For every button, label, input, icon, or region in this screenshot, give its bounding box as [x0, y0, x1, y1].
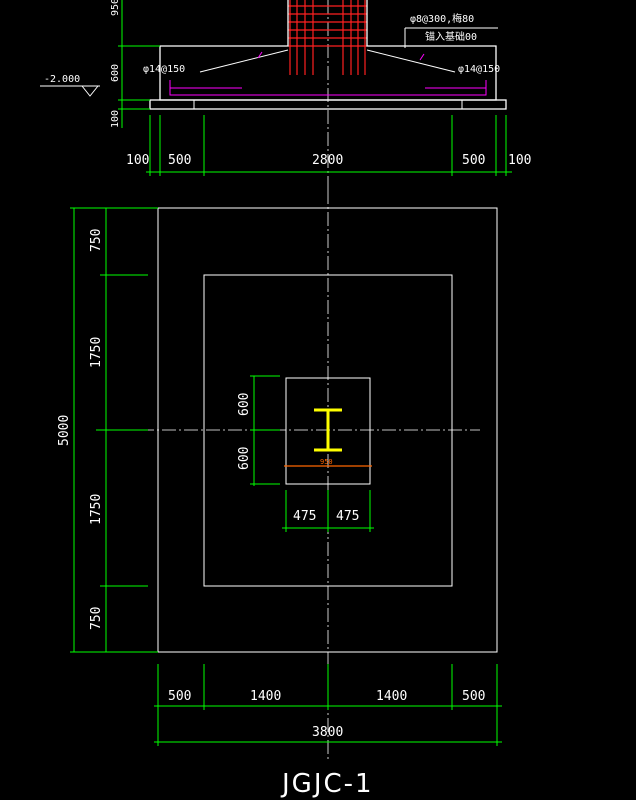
foundation-plan: 950 750 1750 1750 750 5000 600 600: [57, 190, 502, 760]
plan-bottom-dims: 500 1400 1400 500 3800: [154, 664, 502, 746]
foundation-section: φ14@150 φ14@150 φ8@300,梅80 锚入基础00 950 60…: [40, 0, 531, 190]
col-dim-1: 600: [237, 447, 252, 470]
plan-dim-bottom-1: 1400: [250, 689, 281, 704]
rebar-label-left: φ14@150: [143, 64, 185, 75]
plan-dim-left-3: 750: [89, 607, 104, 630]
plan-dim-bottom-3: 500: [462, 689, 485, 704]
elevation-label: -2.000: [44, 74, 80, 85]
sec-dim-4: 100: [508, 153, 531, 168]
section-dim-chain: 100 500 2800 500 100: [126, 115, 531, 176]
steel-column-icon: [314, 408, 342, 452]
col-bottom-dim-0: 475: [293, 509, 316, 524]
sec-dim-3: 500: [462, 153, 485, 168]
column-base-label: 950: [320, 458, 333, 466]
column-rebar: [288, 0, 367, 75]
column-dims: 600 600 475 475: [237, 375, 374, 532]
rebar-label-right: φ14@150: [458, 64, 500, 75]
col-dim-0: 600: [237, 393, 252, 416]
dim-height-mid: 600: [110, 64, 121, 82]
drawing-title: JGJC-1: [280, 769, 374, 799]
col-bottom-dim-1: 475: [336, 509, 359, 524]
plan-dim-total-width: 3800: [312, 725, 343, 740]
plan-dim-total-height: 5000: [57, 415, 72, 446]
sec-dim-2: 2800: [312, 153, 343, 168]
plan-dim-left-0: 750: [89, 229, 104, 252]
sec-dim-1: 500: [168, 153, 191, 168]
dim-height-top: 950: [110, 0, 121, 16]
stirrup-label-1: φ8@300,梅80: [410, 12, 474, 25]
sec-dim-0: 100: [126, 153, 149, 168]
stirrup-label-2: 锚入基础00: [425, 30, 477, 43]
elevation-marker: -2.000: [40, 74, 100, 97]
plan-dim-bottom-2: 1400: [376, 689, 407, 704]
plan-left-dims: 750 1750 1750 750 5000: [57, 207, 158, 653]
plan-dim-bottom-0: 500: [168, 689, 191, 704]
dim-height-bottom: 100: [110, 110, 121, 128]
plan-dim-left-2: 1750: [89, 494, 104, 525]
plan-dim-left-1: 1750: [89, 337, 104, 368]
